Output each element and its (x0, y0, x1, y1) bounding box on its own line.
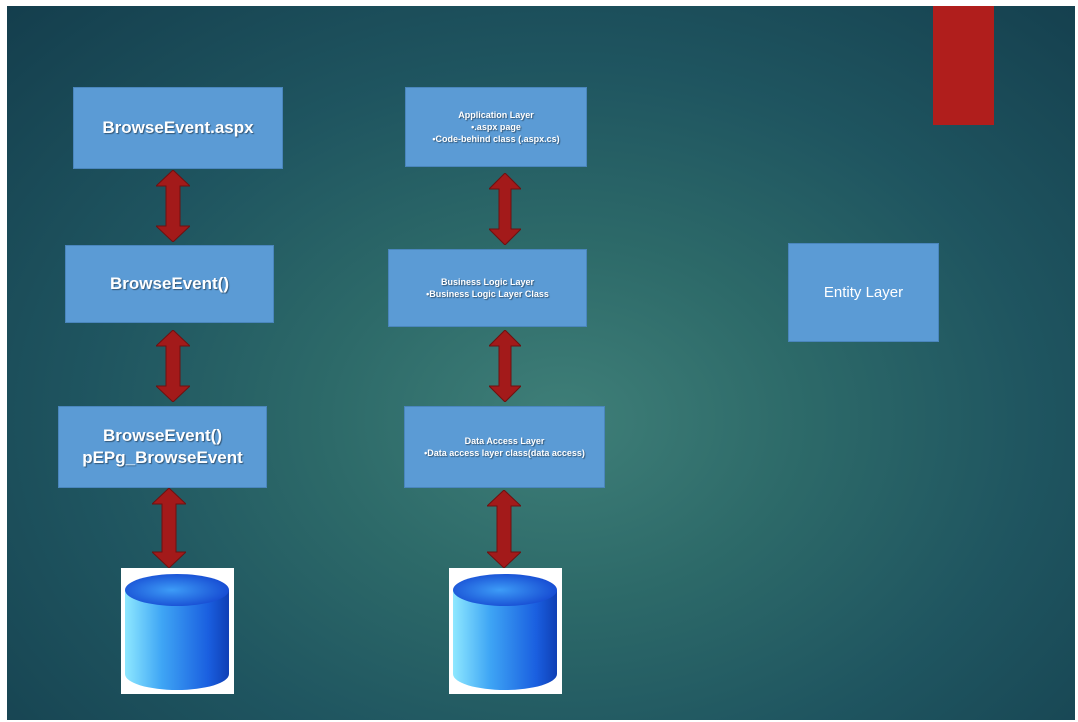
slide: BrowseEvent.aspx BrowseEvent() BrowseEve… (7, 6, 1075, 720)
application-layer-box: Application Layer •.aspx page •Code-behi… (405, 87, 587, 167)
stored-procedure-box: BrowseEvent() pEPg_BrowseEvent (58, 406, 267, 488)
double-arrow-middle-1 (489, 173, 521, 245)
business-logic-layer-box: Business Logic Layer •Business Logic Lay… (388, 249, 587, 327)
data-access-layer-box: Data Access Layer •Data access layer cla… (404, 406, 605, 488)
double-arrow-middle-3 (487, 490, 521, 568)
entity-layer-label: Entity Layer (823, 284, 904, 301)
stored-procedure-line2: pEPg_BrowseEvent (82, 448, 243, 467)
database-icon-middle (449, 568, 562, 694)
data-access-layer-item1: •Data access layer class(data access) (424, 448, 585, 458)
data-access-layer-title: Data Access Layer (464, 436, 545, 446)
double-arrow-left-1 (156, 170, 190, 242)
database-icon-left (121, 568, 234, 694)
browse-event-aspx-label: BrowseEvent.aspx (102, 118, 254, 137)
accent-bar (933, 6, 994, 125)
application-layer-item2: •Code-behind class (.aspx.cs) (432, 134, 560, 144)
double-arrow-middle-2 (489, 330, 521, 402)
stored-procedure-line1: BrowseEvent() (102, 426, 223, 445)
browse-event-aspx-box: BrowseEvent.aspx (73, 87, 283, 169)
browse-event-method-label: BrowseEvent() (109, 274, 230, 293)
application-layer-item1: •.aspx page (471, 122, 521, 132)
business-logic-layer-title: Business Logic Layer (440, 277, 535, 287)
business-logic-layer-item1: •Business Logic Layer Class (426, 289, 549, 299)
double-arrow-left-2 (156, 330, 190, 402)
double-arrow-left-3 (152, 488, 186, 568)
browse-event-method-box: BrowseEvent() (65, 245, 274, 323)
application-layer-title: Application Layer (458, 110, 534, 120)
entity-layer-box: Entity Layer (788, 243, 939, 342)
